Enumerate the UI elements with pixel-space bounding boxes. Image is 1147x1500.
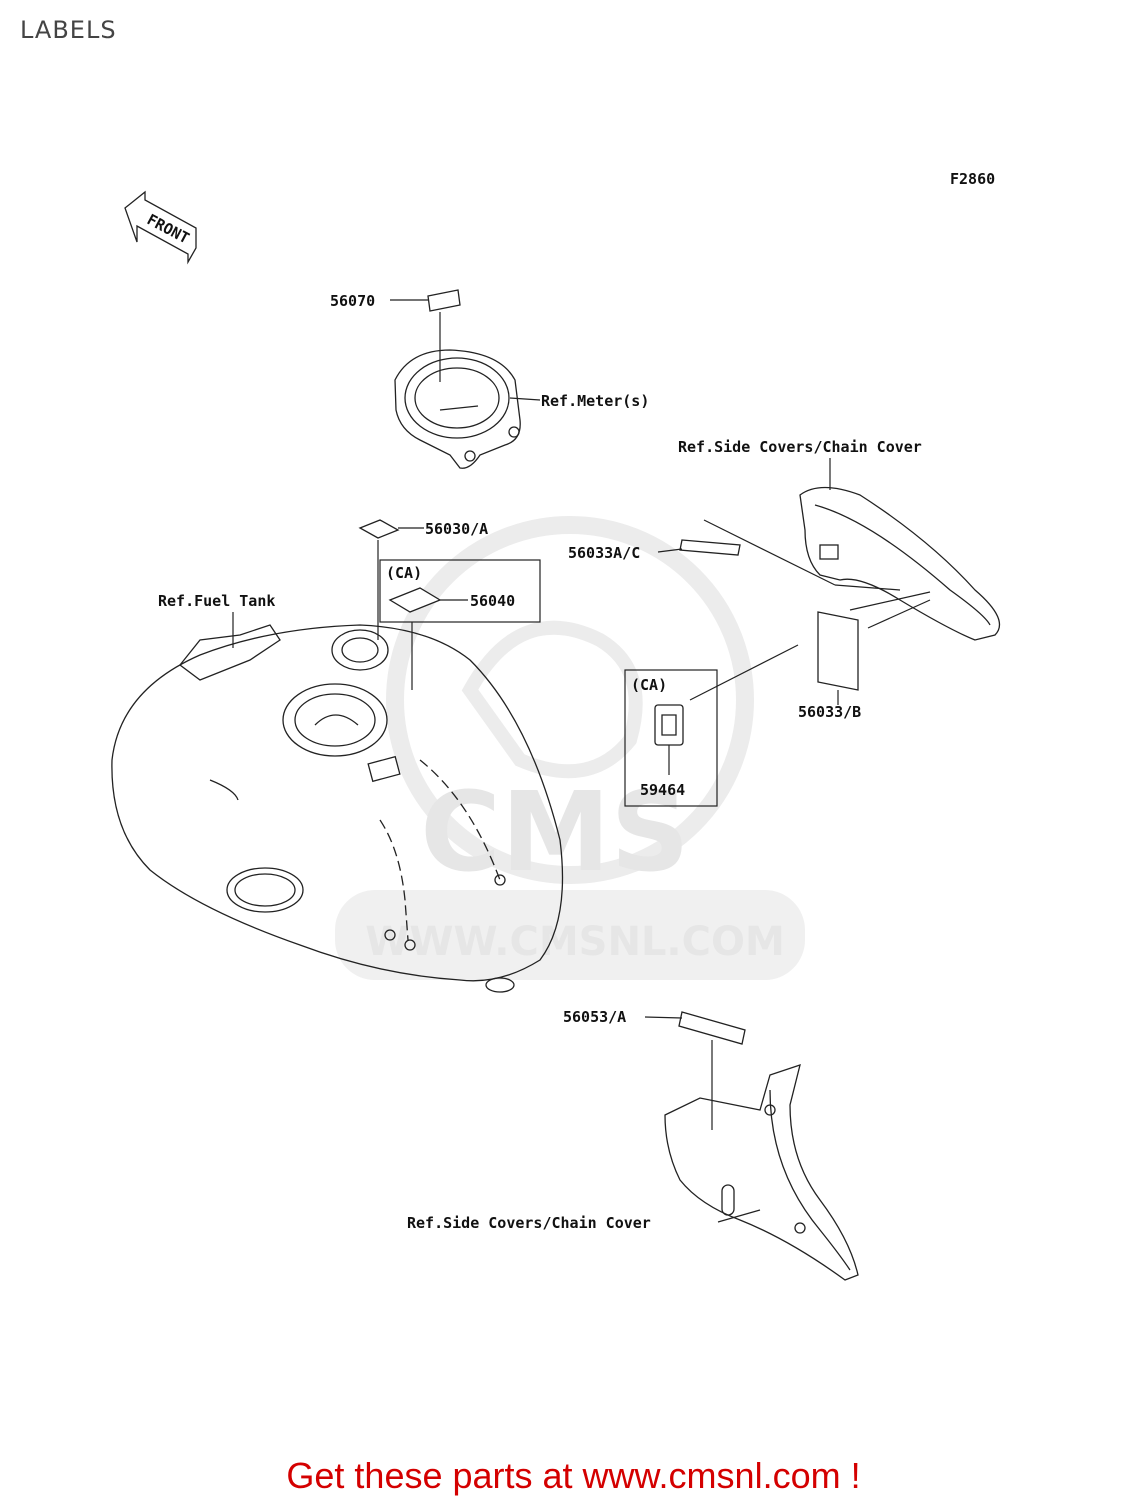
watermark-logo-text: CMS (420, 768, 689, 896)
callout-ref-side-covers-bottom: Ref.Side Covers/Chain Cover (407, 1214, 651, 1232)
callout-56033ac: 56033A/C (568, 544, 640, 562)
watermark-url-bar (335, 890, 805, 980)
label-56033ac-part (679, 539, 741, 556)
callout-56040: 56040 (470, 592, 515, 610)
callout-ref-side-covers-top: Ref.Side Covers/Chain Cover (678, 438, 922, 456)
label-56033b-part (817, 611, 859, 691)
meter-assembly (394, 349, 521, 469)
cms-watermark: CMS WWW.CMSNL.COM (335, 516, 805, 980)
footer-cta-link[interactable]: Get these parts at www.cmsnl.com ! (286, 1455, 861, 1496)
callout-ref-meter: Ref.Meter(s) (541, 392, 649, 410)
callout-56030a: 56030/A (425, 520, 488, 538)
ca-label-2: (CA) (631, 676, 667, 694)
fuel-tank (111, 624, 564, 993)
watermark-url-text: WWW.CMSNL.COM (365, 919, 785, 965)
callout-56053a: 56053/A (563, 1008, 626, 1026)
callout-56033b: 56033/B (798, 703, 861, 721)
ca-label-1: (CA) (386, 564, 422, 582)
callout-56070: 56070 (330, 292, 375, 310)
label-56030a-part (358, 519, 400, 539)
label-56053a-part (678, 1011, 746, 1045)
figure-code: F2860 (950, 170, 995, 188)
upper-side-cover (799, 486, 1001, 641)
lower-side-cover (664, 1064, 859, 1281)
ca-box-2 (624, 669, 718, 807)
label-59464-part (654, 704, 684, 746)
callout-ref-fuel-tank: Ref.Fuel Tank (158, 592, 275, 610)
front-arrow-icon: FRONT (124, 190, 197, 265)
label-56070-part (427, 289, 461, 312)
ca-box-1 (379, 559, 541, 623)
page-title: LABELS (20, 16, 117, 44)
callout-59464: 59464 (640, 781, 685, 799)
